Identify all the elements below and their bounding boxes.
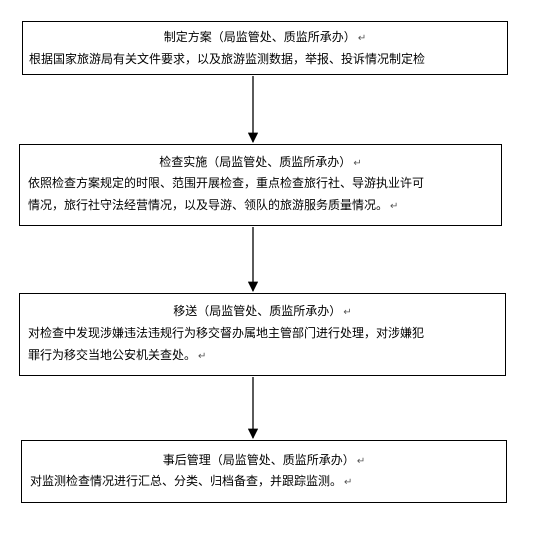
step-text-line: 情况，旅行社守法经营情况，以及导游、领队的旅游服务质量情况。↵ — [28, 198, 399, 212]
return-mark-icon: ↵ — [198, 351, 207, 362]
step-title: 检查实施（局监管处、质监所承办）↵ — [159, 155, 362, 169]
return-mark-icon: ↵ — [343, 307, 352, 318]
return-mark-icon: ↵ — [357, 33, 367, 44]
step-box-plan: 制定方案（局监管处、质监所承办）↵ 根据国家旅游局有关文件要求，以及旅游监测数据… — [22, 21, 508, 75]
step-text-line: 对监测检查情况进行汇总、分类、归档备查，并跟踪监测。↵ — [30, 474, 353, 488]
step-title: 制定方案（局监管处、质监所承办）↵ — [163, 30, 367, 44]
step-box-followup: 事后管理（局监管处、质监所承办）↵ 对监测检查情况进行汇总、分类、归档备查，并跟… — [21, 440, 507, 503]
step-text-line: 对检查中发现涉嫌违法违规行为移交督办属地主管部门进行处理，对涉嫌犯 — [28, 326, 425, 340]
return-mark-icon: ↵ — [356, 456, 366, 467]
return-mark-icon: ↵ — [344, 477, 353, 488]
step-text-line: 依照检查方案规定的时限、范围开展检查，重点检查旅行社、导游执业许可 — [28, 176, 425, 190]
step-text-line: 根据国家旅游局有关文件要求，以及旅游监测数据，举报、投诉情况制定检 — [29, 52, 426, 66]
return-mark-icon: ↵ — [353, 158, 362, 169]
step-box-transfer: 移送（局监管处、质监所承办）↵ 对检查中发现涉嫌违法违规行为移交督办属地主管部门… — [19, 293, 506, 376]
step-title: 事后管理（局监管处、质监所承办）↵ — [162, 453, 366, 467]
return-mark-icon: ↵ — [390, 201, 399, 212]
step-text-line: 罪行为移交当地公安机关查处。↵ — [28, 348, 207, 362]
step-title: 移送（局监管处、质监所承办）↵ — [173, 304, 352, 318]
step-box-inspection: 检查实施（局监管处、质监所承办）↵ 依照检查方案规定的时限、范围开展检查，重点检… — [19, 144, 502, 226]
